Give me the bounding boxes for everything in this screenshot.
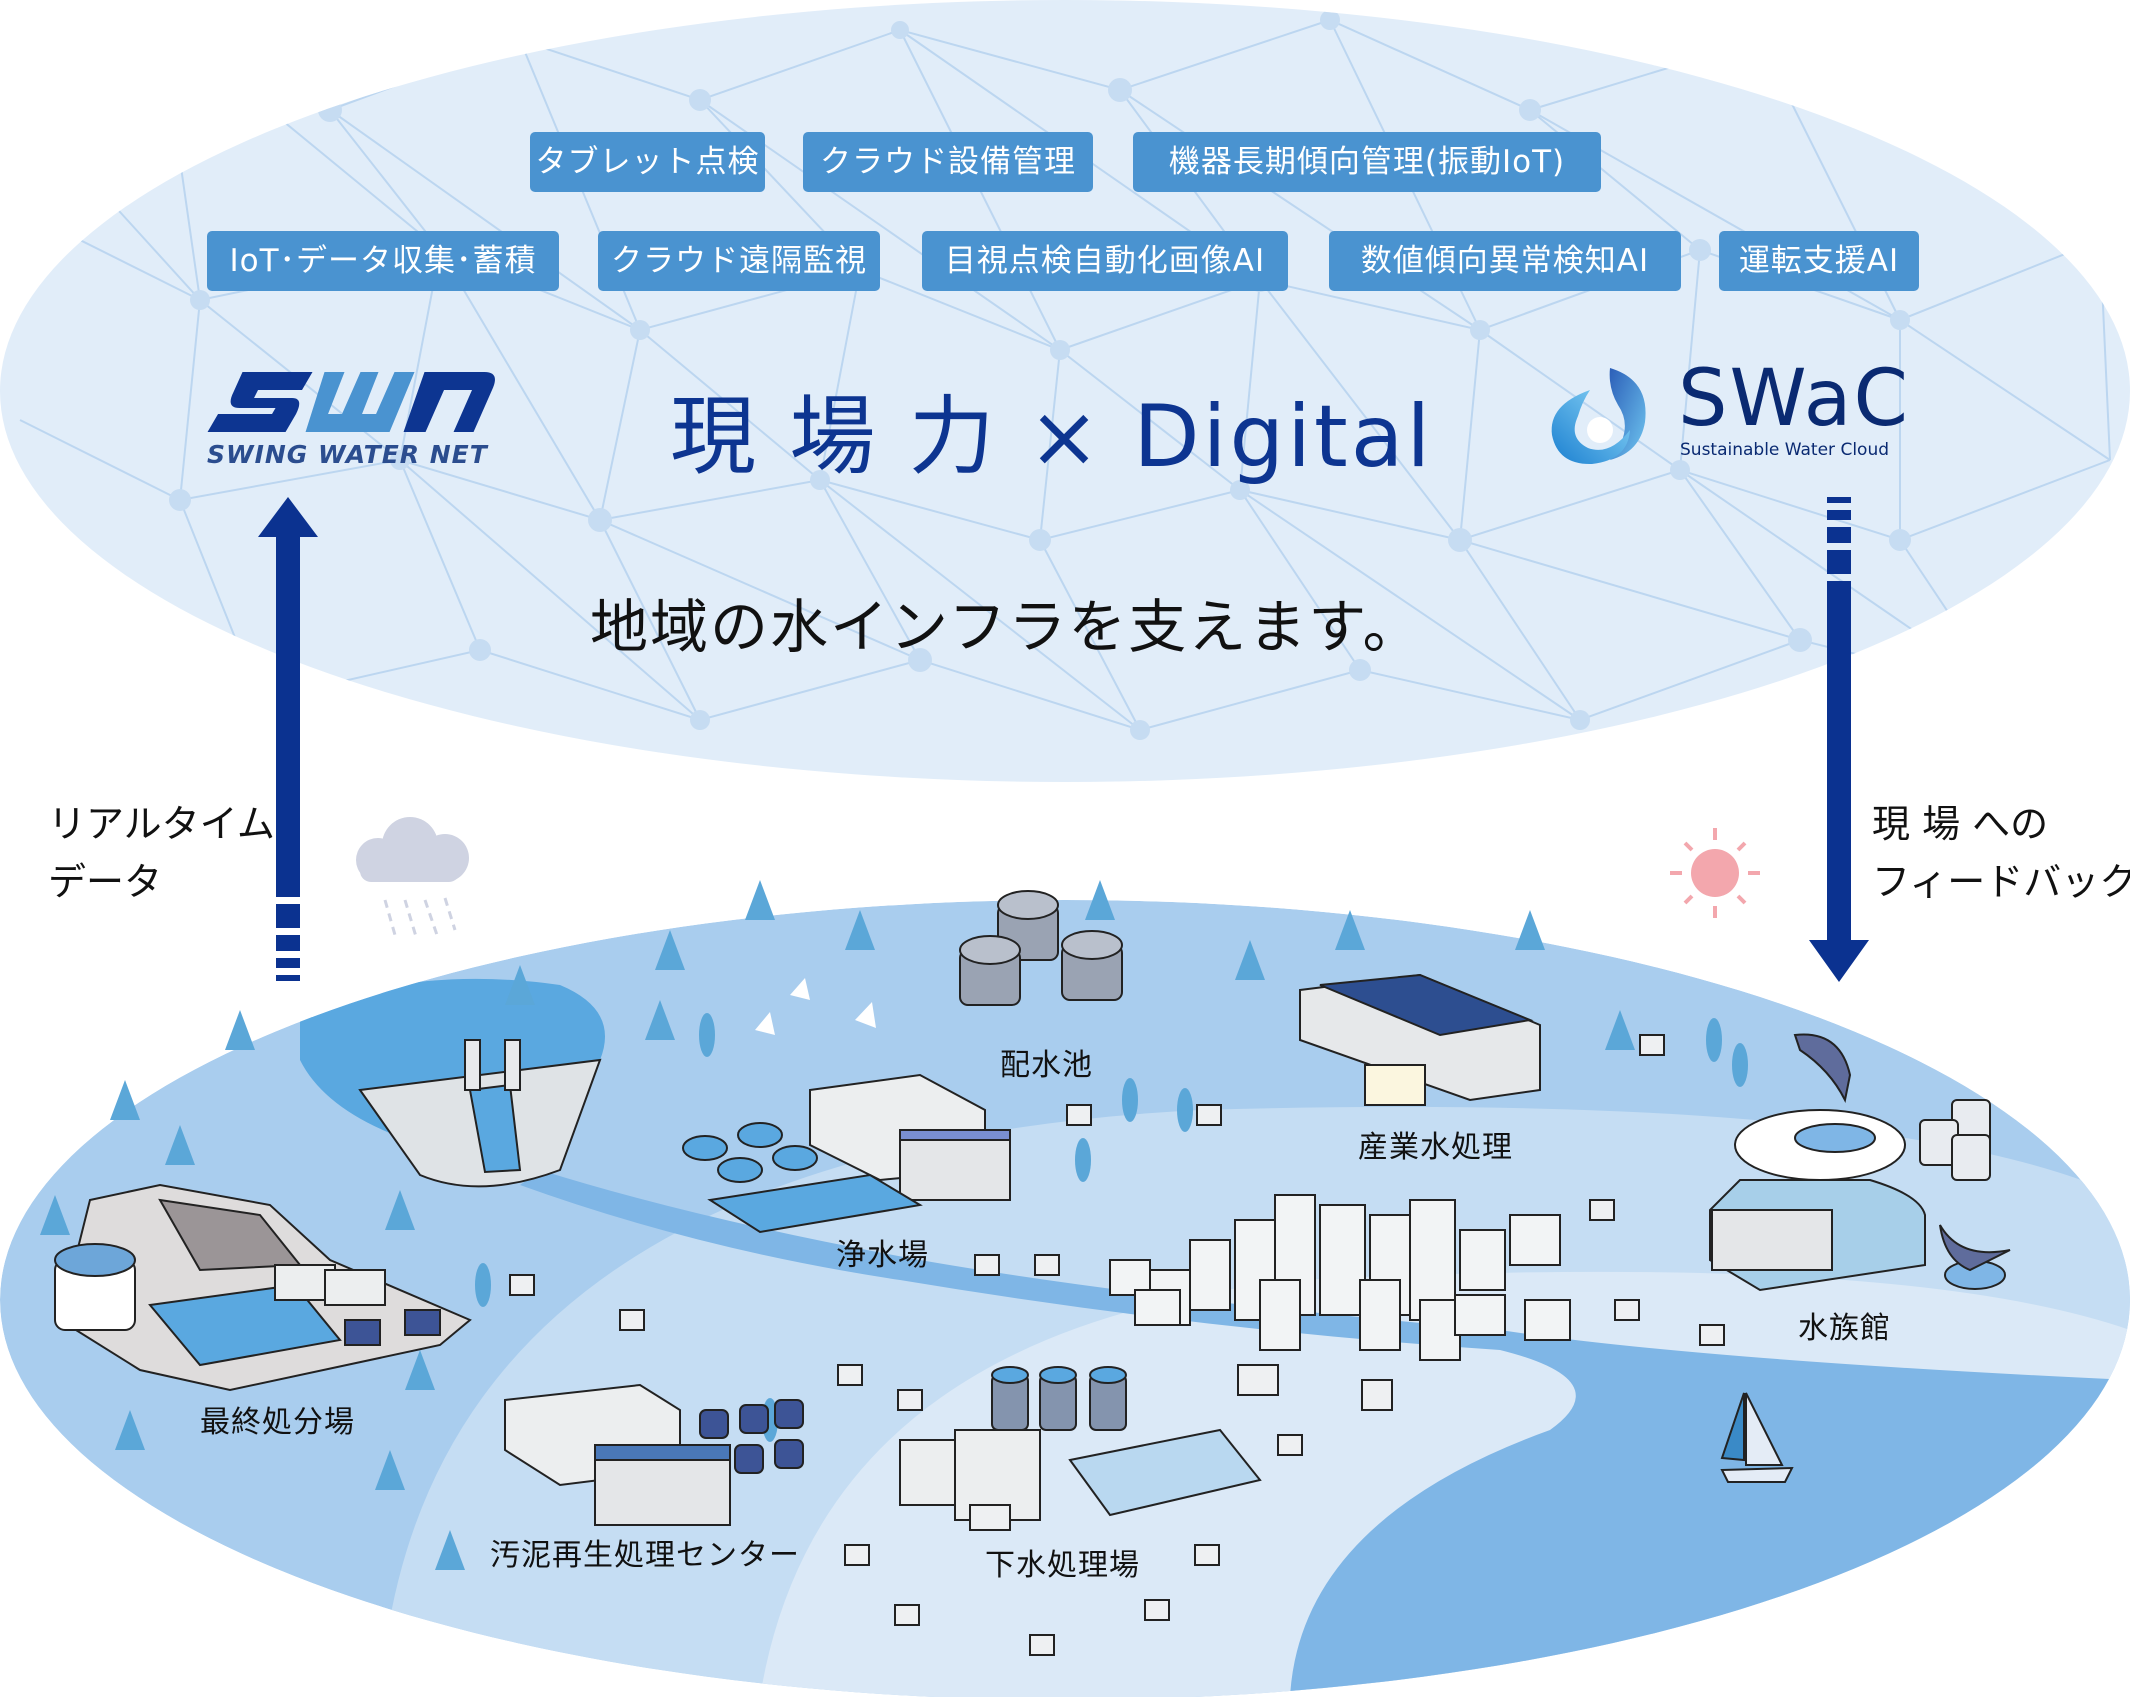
facility-label-aquarium: 水族館 [1798,1311,1891,1346]
swac-logo: SWaC Sustainable Water Cloud [1530,354,1960,470]
swn-logo-mark-icon [207,372,495,432]
facility-label-final-disposal: 最終処分場 [200,1405,355,1440]
rain-cloud-icon [356,817,469,941]
city-buildings [1109,1194,1571,1361]
service-pill-operation-support-ai: 運転支援AI [1719,231,1919,291]
facility-label-water-purification: 浄水場 [836,1238,929,1273]
facility-label-sludge-recycling: 汚泥再生処理センター [490,1538,800,1573]
swn-logo: SWING WATER NET [205,362,505,472]
industrial-water-treatment-plant [1299,973,1541,1106]
service-pill-iot-data-collection: IoT･データ収集･蓄積 [207,231,559,291]
realtime-data-up-arrow [258,497,318,981]
whale-fountain-icon [1939,1224,2011,1272]
realtime-data-label: リアルタイム データ [48,802,275,904]
cloud-platform-ellipse: タブレット点検 クラウド設備管理 機器長期傾向管理(振動IoT) IoT･データ… [0,0,2130,782]
houses [509,1034,1725,1656]
sailboat-icon [1720,1392,1794,1483]
swac-water-drop-icon [1551,368,1646,465]
field-feedback-label: 現 場 への フィードバック [1872,802,2130,904]
aquarium-building [1709,1099,2006,1292]
service-pill-visual-inspection-ai: 目視点検自動化画像AI [922,231,1288,291]
dam-illustration [358,1039,602,1188]
distribution-reservoir-tanks [959,890,1123,1006]
facility-label-industrial-water: 産業水処理 [1358,1130,1513,1165]
service-pill-tablet-inspection: タブレット点検 [530,132,765,192]
birds [755,978,876,1035]
facility-label-distribution-reservoir: 配水池 [1000,1048,1093,1083]
service-pill-anomaly-detection-ai: 数値傾向異常検知AI [1329,231,1681,291]
water-purification-plant [682,1073,1011,1234]
service-pill-cloud-equipment-mgmt: クラウド設備管理 [803,132,1093,192]
swac-logo-mark: SWaC [1678,354,1910,444]
service-pill-long-term-trend-iot: 機器長期傾向管理(振動IoT) [1133,132,1601,192]
final-disposal-site [54,1183,472,1392]
feedback-down-arrow [1809,497,1869,982]
sun-icon [1670,828,1760,918]
headline-genbaryoku-digital: 現 場 力 × Digital [670,387,1434,487]
tagline: 地域の水インフラを支えます。 [590,593,1423,661]
sludge-recycling-center [504,1383,804,1526]
facility-label-sewage-treatment: 下水処理場 [985,1548,1140,1583]
swn-logo-subtitle: SWING WATER NET [207,440,488,469]
swac-logo-subtitle: Sustainable Water Cloud [1680,440,1890,460]
service-pill-cloud-remote-monitoring: クラウド遠隔監視 [598,231,880,291]
dolphin-icon [1793,1033,1852,1104]
